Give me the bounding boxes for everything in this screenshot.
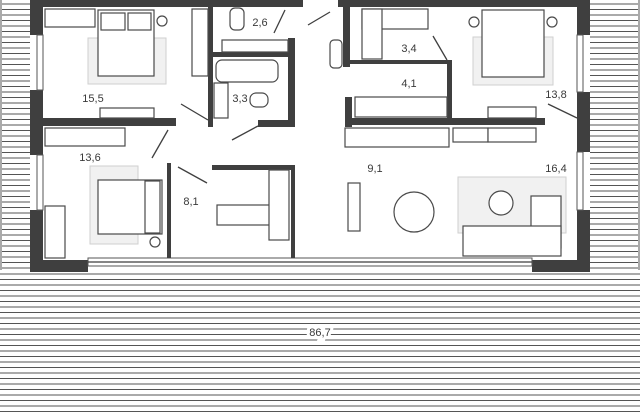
- area-kitchen-dining: 9,1: [367, 163, 382, 175]
- furniture: [44, 7, 567, 259]
- area-wardrobe: 3,4: [401, 43, 416, 55]
- area-bathroom: 3,3: [232, 93, 247, 105]
- area-wc: 2,6: [252, 17, 267, 29]
- area-bedroom-3: 13,6: [79, 152, 100, 164]
- door-swings: [151, 9, 578, 184]
- area-bedroom-2: 13,8: [545, 89, 566, 101]
- area-labels: 15,5 2,6 3,3 3,4 4,1 13,8 13,6 8,1 9,1 1…: [79, 17, 566, 342]
- area-study: 8,1: [183, 196, 198, 208]
- area-hall: 4,1: [401, 78, 416, 90]
- area-bedroom-1: 15,5: [82, 93, 103, 105]
- area-terrace: 86,7: [309, 327, 330, 339]
- area-living: 16,4: [545, 163, 566, 175]
- walls: [30, 0, 590, 272]
